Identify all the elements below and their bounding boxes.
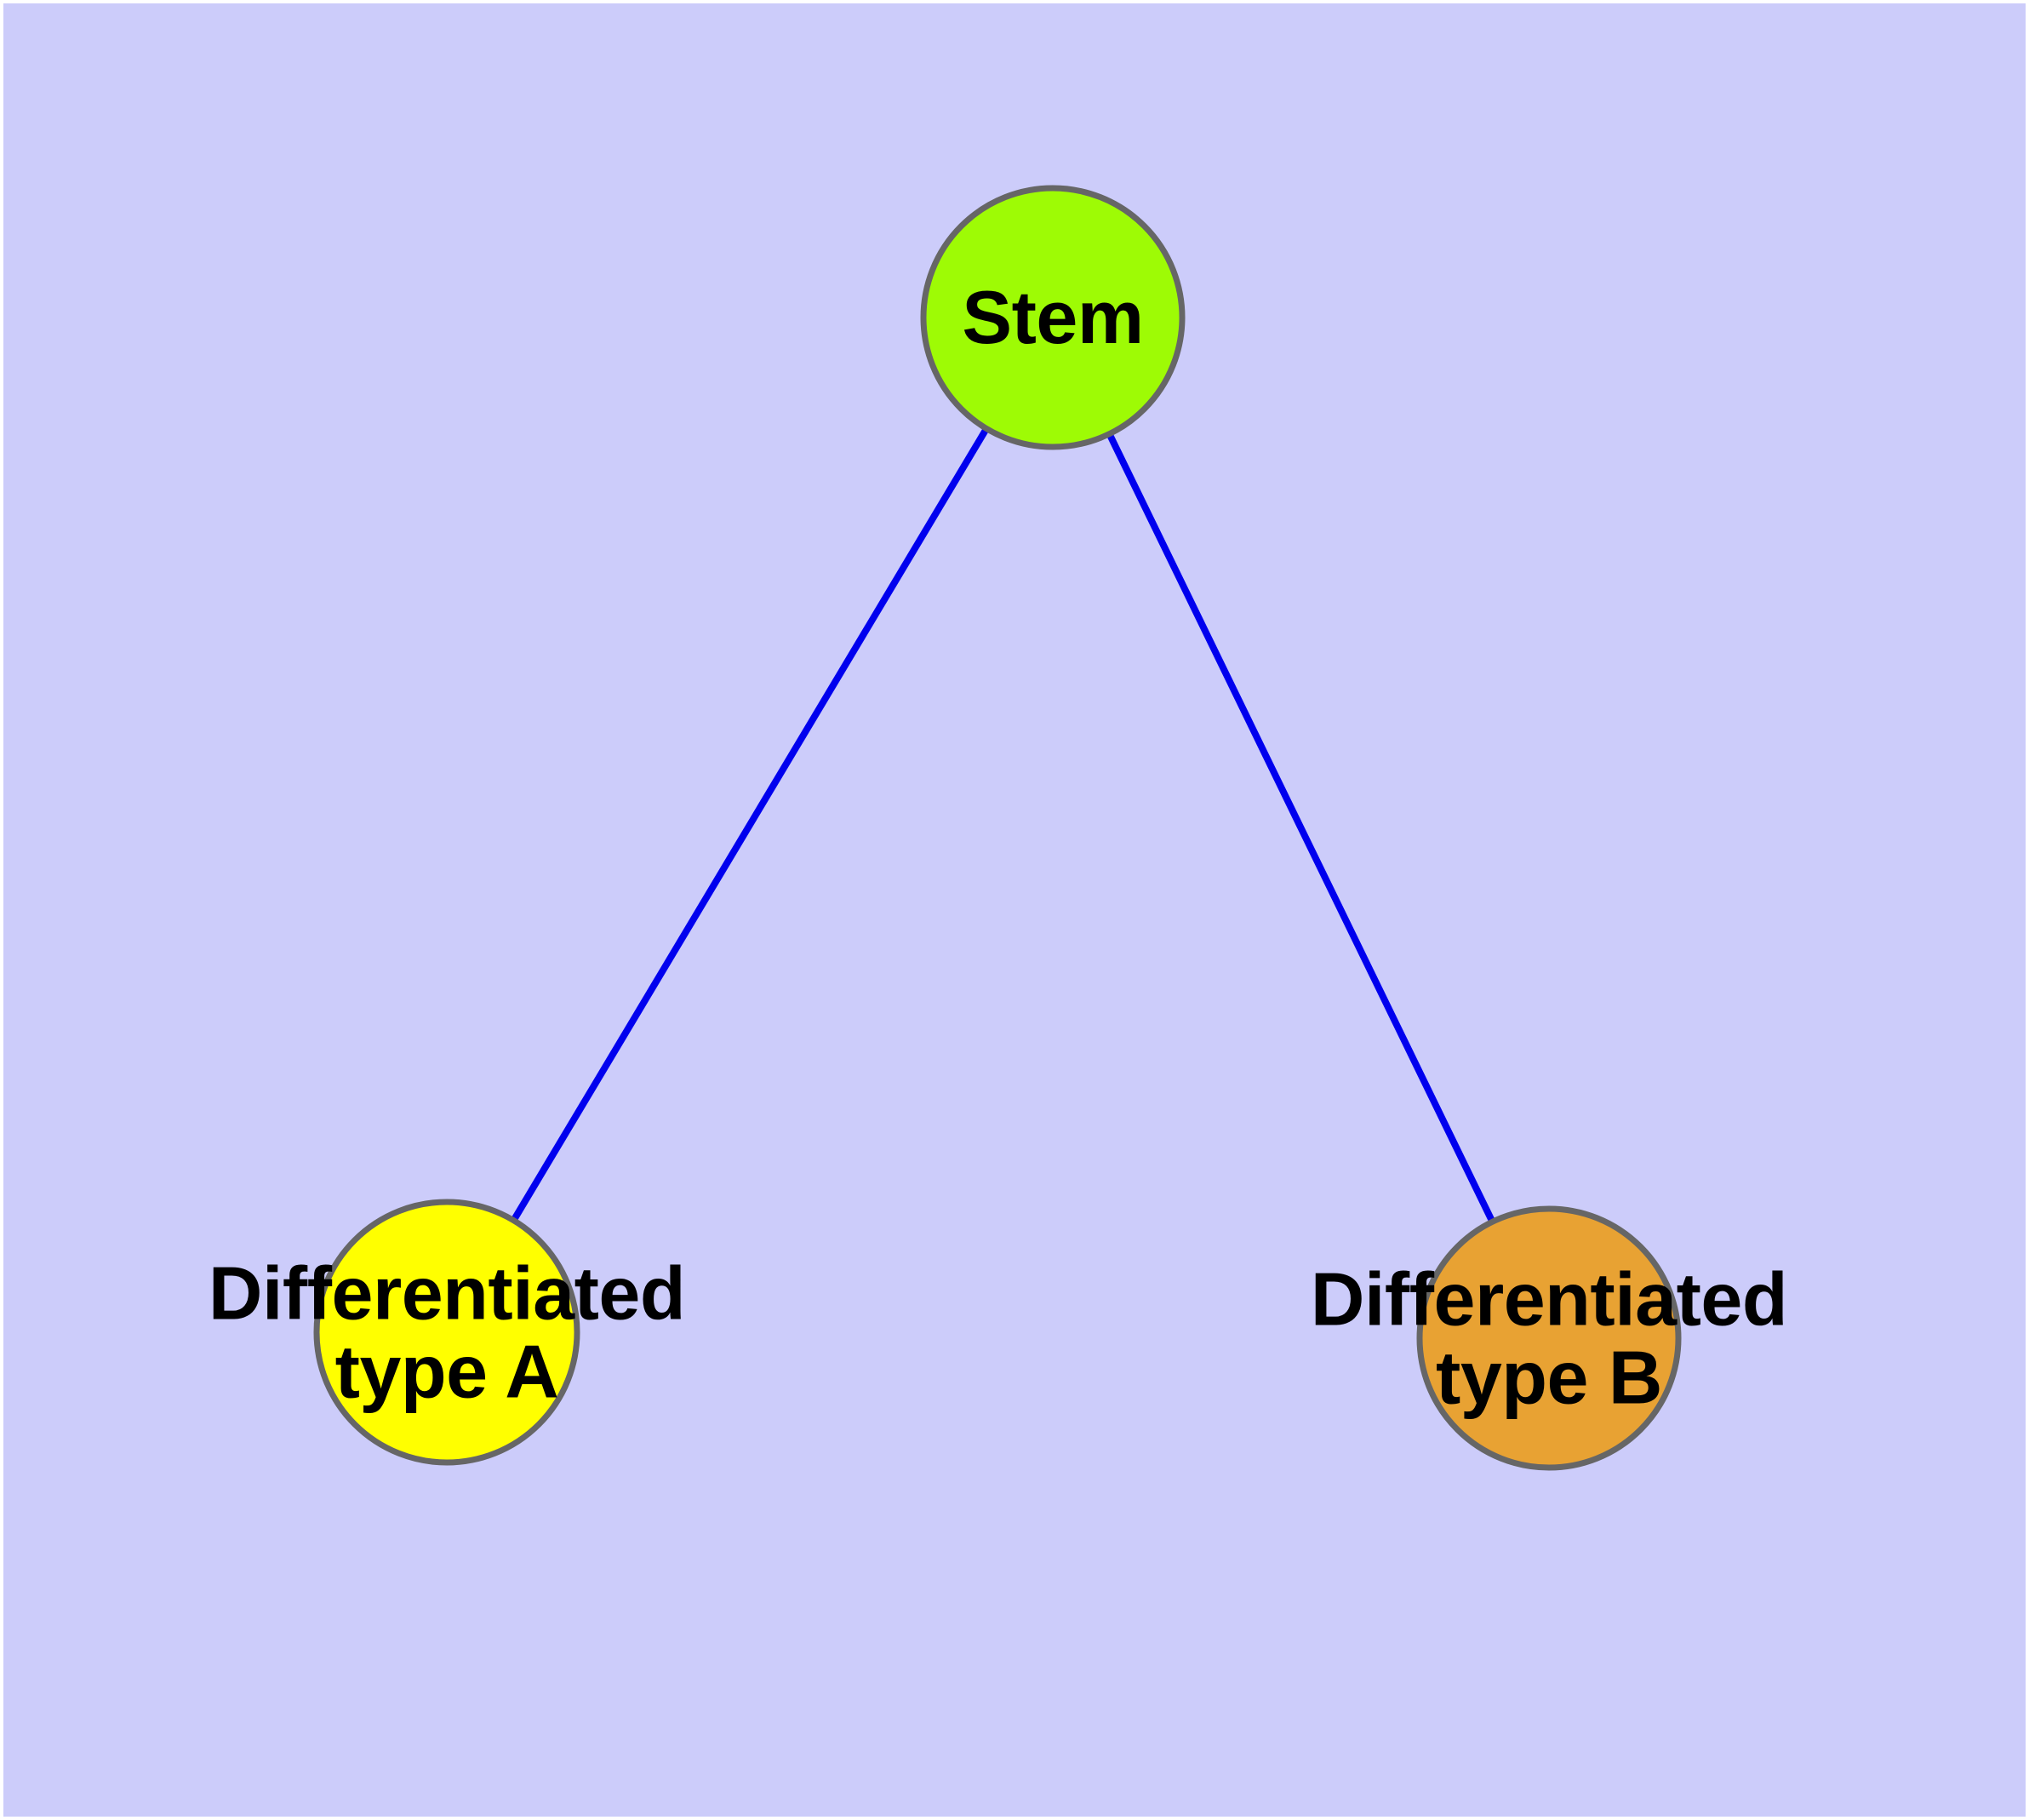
graph-svg	[313, 185, 1682, 1471]
node-differentiated-type-b[interactable]	[1416, 1205, 1682, 1471]
node-stem[interactable]	[920, 185, 1186, 450]
edge-stem-to-diff-a	[511, 426, 990, 1222]
node-layer	[313, 185, 1682, 1471]
edge-stem-to-diff-b	[1106, 432, 1496, 1224]
edge-layer	[511, 426, 1496, 1224]
node-differentiated-type-a[interactable]	[313, 1199, 580, 1466]
diagram-plot-area: Stem Differentiated type A Differentiate…	[3, 3, 2026, 1817]
